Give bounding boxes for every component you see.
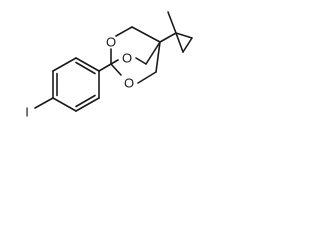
bond-cyclopropyl-c xyxy=(175,32,184,53)
bond-ring-double-1 xyxy=(75,61,96,75)
bond-ring-orthoester xyxy=(98,63,112,72)
bond-ring-c2-c3 xyxy=(75,57,100,72)
structural-formula: I O O O xyxy=(21,11,193,120)
bond-ring-c5-c6 xyxy=(52,97,77,112)
oxygen-top-label: O xyxy=(106,35,116,50)
oxygen-bottom-label: O xyxy=(124,76,134,91)
atom-oxygen-middle: O xyxy=(121,51,133,66)
benzene-ring xyxy=(52,57,100,112)
bond-o-mid-ch2 xyxy=(135,57,147,65)
bond-o-top-ch2 xyxy=(115,26,133,37)
bond-ch2-top-c4 xyxy=(131,26,161,43)
bond-cyclopropyl-b xyxy=(182,37,193,53)
bond-cyclopropyl-a xyxy=(175,32,193,39)
bond-ring-iodine xyxy=(34,97,54,109)
atom-oxygen-top: O xyxy=(105,35,117,50)
bond-ring-double-3 xyxy=(75,94,96,108)
oxygen-middle-label: O xyxy=(122,51,132,66)
bond-ch2-mid-c4 xyxy=(145,41,161,65)
bond-o-bottom-ch2 xyxy=(137,71,157,84)
atom-iodine: I xyxy=(21,105,33,120)
bond-c4-cyclopropyl xyxy=(159,32,177,43)
bond-ring-c6-c1 xyxy=(75,97,100,112)
methylcyclopropyl-group xyxy=(159,11,193,53)
bond-c1-o-mid xyxy=(110,59,119,65)
bond-ring-c3-c4 xyxy=(52,57,77,72)
atom-oxygen-bottom: O xyxy=(123,76,135,91)
bond-c1-o-bottom xyxy=(110,63,122,76)
trioxabicyclo-cage xyxy=(110,26,161,84)
iodine-label: I xyxy=(25,105,29,120)
bond-methyl xyxy=(167,11,177,34)
bond-ch2-bottom-c4 xyxy=(155,41,161,73)
